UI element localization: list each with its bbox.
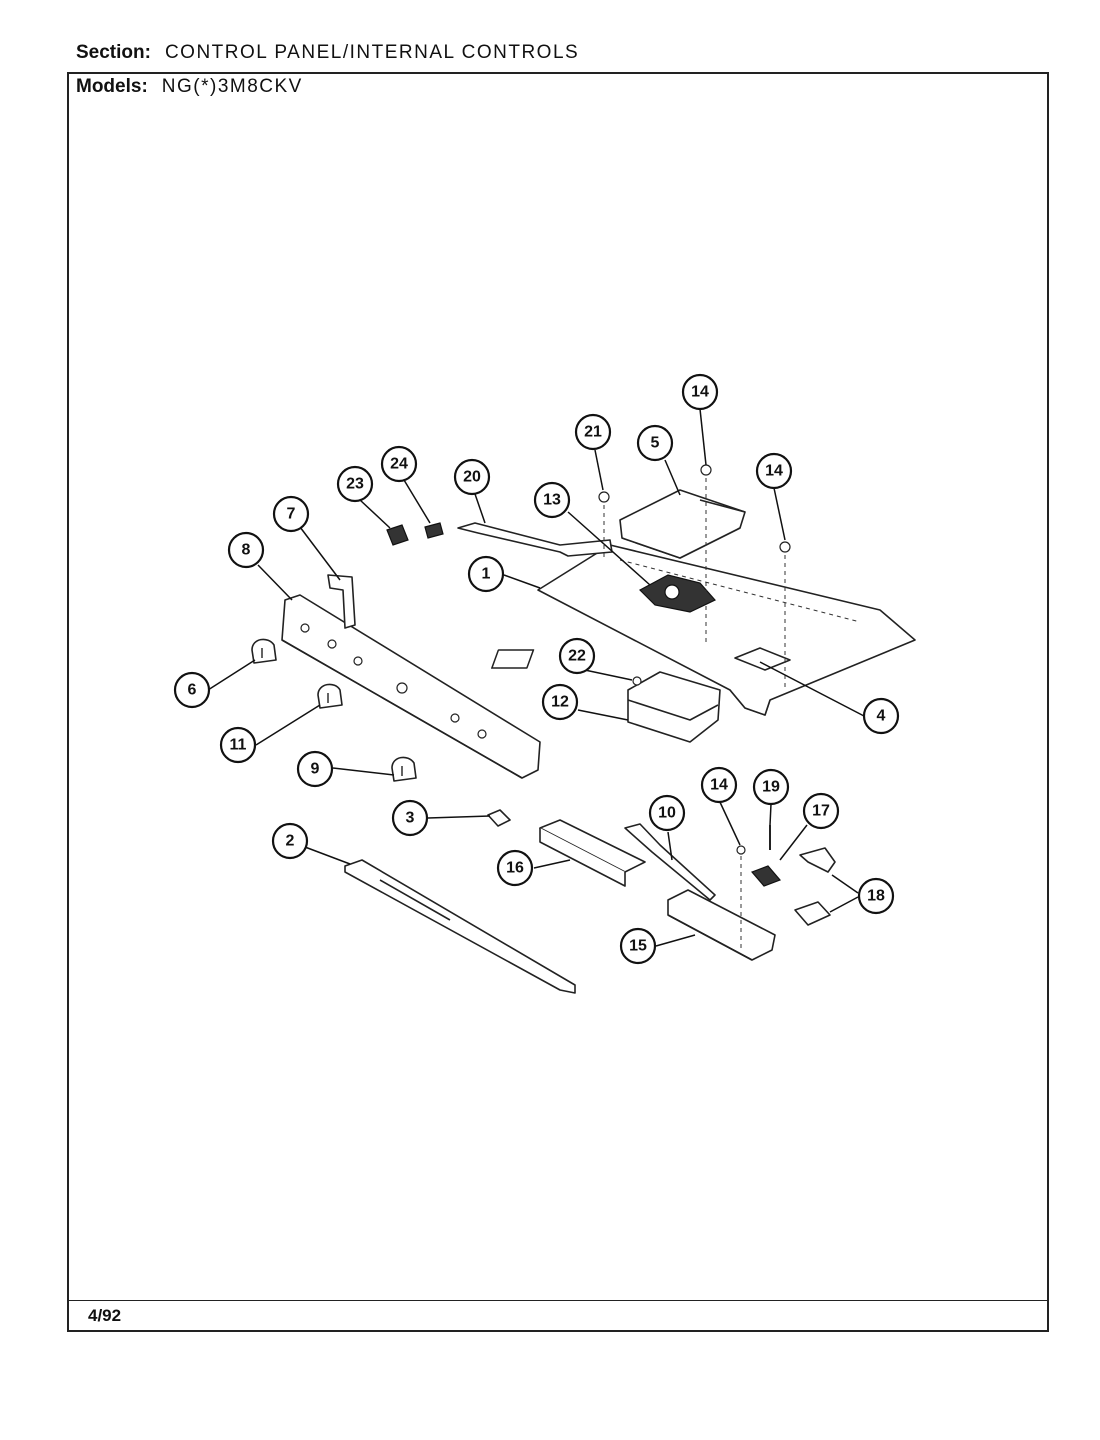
svg-text:12: 12 [551, 694, 569, 711]
callout-21: 21 [574, 413, 612, 451]
callout-23: 23 [336, 465, 374, 503]
callout-11: 11 [219, 726, 257, 764]
part-switch-housing [667, 889, 776, 961]
screw-21 [598, 491, 610, 503]
callout-18: 18 [857, 877, 895, 915]
screw-14-right [779, 541, 791, 553]
svg-text:8: 8 [242, 542, 251, 559]
svg-text:3: 3 [406, 810, 415, 827]
svg-text:20: 20 [463, 469, 481, 486]
part-knob-9 [391, 756, 417, 782]
leader-lines [207, 408, 865, 947]
models-label: Models: [76, 76, 148, 97]
svg-text:1: 1 [482, 566, 491, 583]
callout-19: 19 [752, 768, 790, 806]
svg-text:15: 15 [629, 938, 647, 955]
part-rod-bracket [457, 522, 613, 557]
callout-15: 15 [619, 927, 657, 965]
callout-1: 1 [467, 555, 505, 593]
svg-text:21: 21 [584, 424, 602, 441]
part-knob-6 [251, 638, 277, 664]
section-label: Section: [76, 42, 151, 63]
part-wire-harness [624, 823, 716, 901]
part-knob-11 [317, 683, 343, 709]
callout-9: 9 [296, 750, 334, 788]
part-manifold-panel [281, 594, 541, 779]
callout-12: 12 [541, 683, 579, 721]
callout-6: 6 [173, 671, 211, 709]
callout-3: 3 [391, 799, 429, 837]
callout-20: 20 [453, 458, 491, 496]
callout-10: 10 [648, 794, 686, 832]
callout-5: 5 [636, 424, 674, 462]
part-clip-24 [424, 522, 444, 539]
section-heading: Section: CONTROL PANEL/INTERNAL CONTROLS [76, 42, 579, 64]
part-opening-cover [734, 647, 791, 671]
assembly-guides [603, 478, 786, 950]
part-terminal-block [750, 865, 782, 887]
callout-7: 7 [272, 495, 310, 533]
screw-14-top [700, 464, 712, 476]
screw-22 [632, 676, 642, 686]
svg-text:11: 11 [230, 737, 247, 754]
footer-divider [67, 1300, 1049, 1301]
svg-text:2: 2 [286, 833, 295, 850]
svg-text:7: 7 [287, 506, 296, 523]
callout-8: 8 [227, 531, 265, 569]
callout-22: 22 [558, 637, 596, 675]
part-small-clip [487, 809, 511, 827]
part-spring-23 [386, 524, 409, 546]
part-switch-mechanism [639, 574, 716, 613]
models-value: NG(*)3M8CKV [161, 76, 303, 97]
callout-14-right: 14 [755, 452, 793, 490]
svg-text:17: 17 [812, 803, 830, 820]
revision-date: 4/92 [88, 1306, 122, 1325]
svg-text:24: 24 [390, 456, 408, 473]
callout-14-lower: 14 [700, 766, 738, 804]
part-support-channel [344, 859, 576, 994]
svg-text:19: 19 [762, 779, 780, 796]
svg-text:5: 5 [651, 435, 660, 452]
svg-text:23: 23 [346, 476, 364, 493]
svg-text:9: 9 [311, 761, 320, 778]
diagram-frame [67, 72, 1049, 1332]
svg-text:14: 14 [691, 384, 709, 401]
models-heading: Models: NG(*)3M8CKV [76, 76, 303, 98]
section-value: CONTROL PANEL/INTERNAL CONTROLS [164, 42, 580, 63]
callout-17: 17 [802, 792, 840, 830]
part-bracket-strap [327, 574, 356, 629]
callout-24: 24 [380, 445, 418, 483]
svg-text:6: 6 [188, 682, 197, 699]
callout-14-top: 14 [681, 373, 719, 411]
part-channel-bracket [539, 819, 646, 887]
callout-13: 13 [533, 481, 571, 519]
svg-text:14: 14 [765, 463, 783, 480]
callout-2: 2 [271, 822, 309, 860]
part-panel-plate [491, 544, 916, 716]
svg-text:22: 22 [568, 648, 586, 665]
screw-14-lower [736, 845, 746, 855]
part-switch-piece-a [799, 847, 836, 873]
svg-text:4: 4 [877, 708, 886, 725]
svg-text:16: 16 [506, 860, 524, 877]
svg-text:10: 10 [658, 805, 676, 822]
part-control-board [619, 489, 746, 559]
svg-text:14: 14 [710, 777, 728, 794]
svg-text:18: 18 [867, 888, 885, 905]
part-mounting-bracket [627, 671, 721, 743]
svg-text:13: 13 [543, 492, 561, 509]
callout-16: 16 [496, 849, 534, 887]
part-switch-piece-b [794, 901, 831, 926]
callout-4: 4 [862, 697, 900, 735]
